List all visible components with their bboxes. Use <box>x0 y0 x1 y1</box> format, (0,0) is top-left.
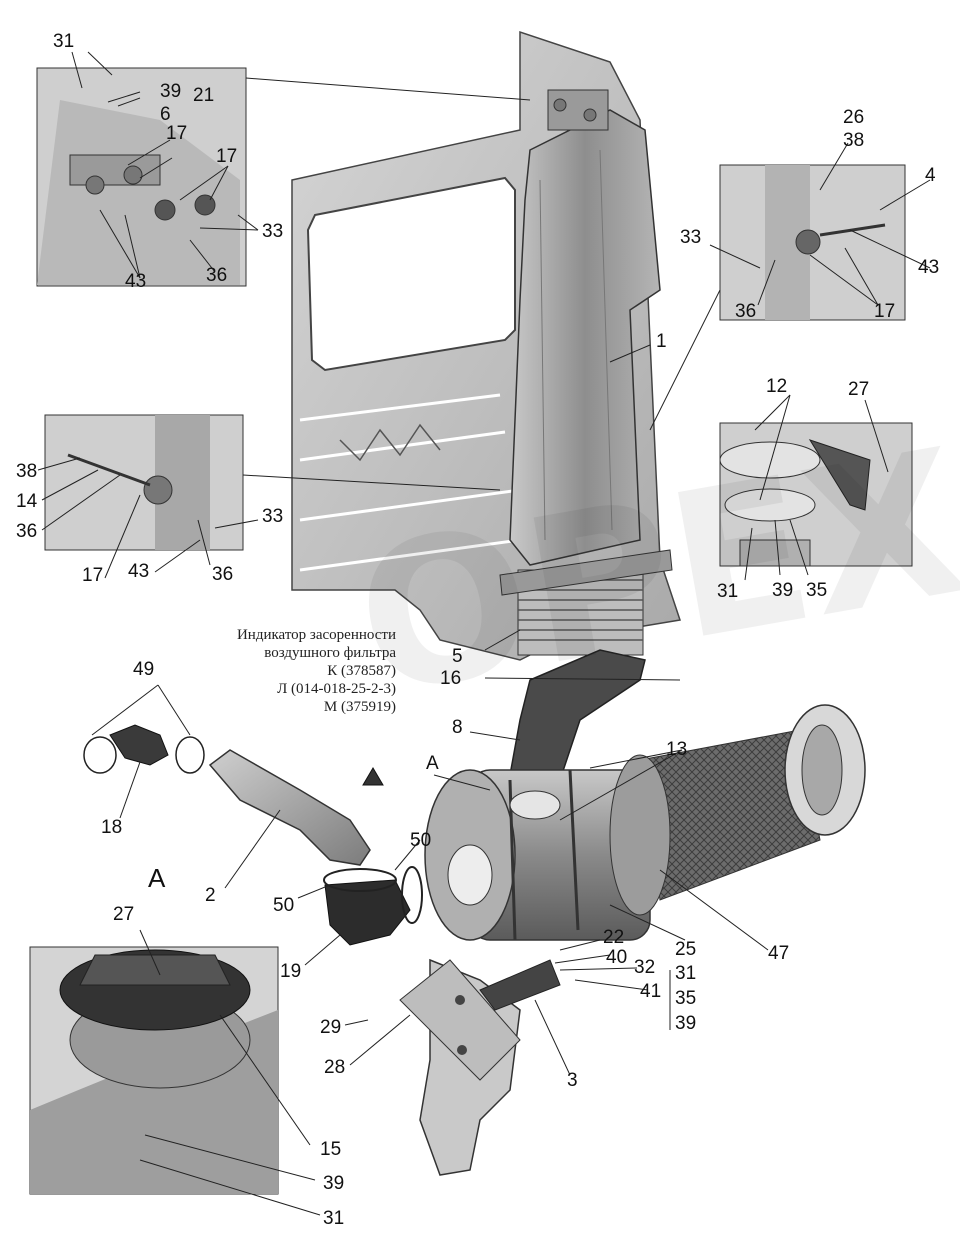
callout-43: 43 <box>125 271 147 292</box>
clogging-indicator <box>362 767 384 786</box>
callout-35: 35 <box>806 580 828 601</box>
detail-frame-top-left <box>36 67 247 287</box>
callout-26: 26 <box>843 107 865 128</box>
callout-2: 2 <box>205 885 216 906</box>
air-intake-duct <box>509 89 661 566</box>
callout-8: 8 <box>452 717 463 738</box>
cab-window <box>306 176 516 372</box>
callout-33: 33 <box>680 227 702 248</box>
callout-31: 31 <box>717 581 739 602</box>
adapter-duct <box>509 649 646 781</box>
corrugated-hose <box>499 549 673 656</box>
callout-43: 43 <box>128 561 150 582</box>
callout-22: 22 <box>603 927 625 948</box>
callout-36: 36 <box>206 265 228 286</box>
callout-5: 5 <box>452 646 463 667</box>
indicator-note-line: воздушного фильтра <box>264 645 396 661</box>
callout-1: 1 <box>656 331 667 352</box>
callout-12: 12 <box>766 376 788 397</box>
hose-clamp <box>401 866 423 924</box>
callout-18: 18 <box>101 817 123 838</box>
callout-4: 4 <box>925 165 936 186</box>
callout-39: 39 <box>323 1173 345 1194</box>
callout-47: 47 <box>768 943 790 964</box>
filter-bracket <box>399 958 561 1176</box>
callout-17: 17 <box>82 565 104 586</box>
callout-35: 35 <box>675 988 697 1009</box>
callout-6: 6 <box>160 104 171 125</box>
callout-33: 33 <box>262 221 284 242</box>
pipe-clamp <box>83 736 117 774</box>
callout-39: 39 <box>160 81 182 102</box>
view-a-label: A <box>148 863 166 893</box>
callout-15: 15 <box>320 1139 342 1160</box>
detail-frame-middle-left <box>44 414 244 551</box>
indicator-note-line: К (378587) <box>327 663 396 679</box>
callout-3: 3 <box>567 1070 578 1091</box>
callout-14: 14 <box>16 491 38 512</box>
callout-17: 17 <box>216 146 238 167</box>
indicator-note: Индикатор засоренности воздушного фильтр… <box>200 626 396 716</box>
callout-28: 28 <box>324 1057 346 1078</box>
detail-view-a-frame <box>29 946 279 1195</box>
callout-31: 31 <box>323 1208 345 1229</box>
callout-31: 31 <box>675 963 697 984</box>
callout-38: 38 <box>16 461 38 482</box>
callout-16: 16 <box>440 668 462 689</box>
callout-19: 19 <box>280 961 302 982</box>
callout-17: 17 <box>874 301 896 322</box>
callout-13: 13 <box>666 739 688 760</box>
hose-clamp <box>323 868 397 892</box>
callout-36: 36 <box>735 301 757 322</box>
callout-36: 36 <box>16 521 38 542</box>
callout-39: 39 <box>675 1013 697 1034</box>
indicator-note-line: Индикатор засоренности <box>236 627 396 643</box>
indicator-note-line: Л (014-018-25-2-3) <box>277 681 396 697</box>
air-filter <box>424 704 866 941</box>
callout-50: 50 <box>273 895 295 916</box>
detail-frame-top-right <box>719 164 906 321</box>
callout-33: 33 <box>262 506 284 527</box>
callout-36: 36 <box>212 564 234 585</box>
indicator-note-line: М (375919) <box>323 699 396 715</box>
rubber-hose <box>324 879 411 946</box>
callout-17: 17 <box>166 123 188 144</box>
callout-41: 41 <box>640 981 662 1002</box>
callout-38: 38 <box>843 130 865 151</box>
callout-50: 50 <box>410 830 432 851</box>
callout-27: 27 <box>113 904 135 925</box>
callout-25: 25 <box>675 939 697 960</box>
callout-a: A <box>426 753 439 774</box>
pipe-clamp <box>175 736 205 774</box>
leader-lines <box>37 51 931 1216</box>
callout-27: 27 <box>848 379 870 400</box>
callout-43: 43 <box>918 257 940 278</box>
callout-31: 31 <box>53 31 75 52</box>
callout-39: 39 <box>772 580 794 601</box>
intake-elbow <box>208 749 371 866</box>
callout-49: 49 <box>133 659 155 680</box>
small-pipe <box>109 724 169 766</box>
callout-29: 29 <box>320 1017 342 1038</box>
callout-40: 40 <box>606 947 628 968</box>
callout-21: 21 <box>193 85 215 106</box>
callout-32: 32 <box>634 957 656 978</box>
